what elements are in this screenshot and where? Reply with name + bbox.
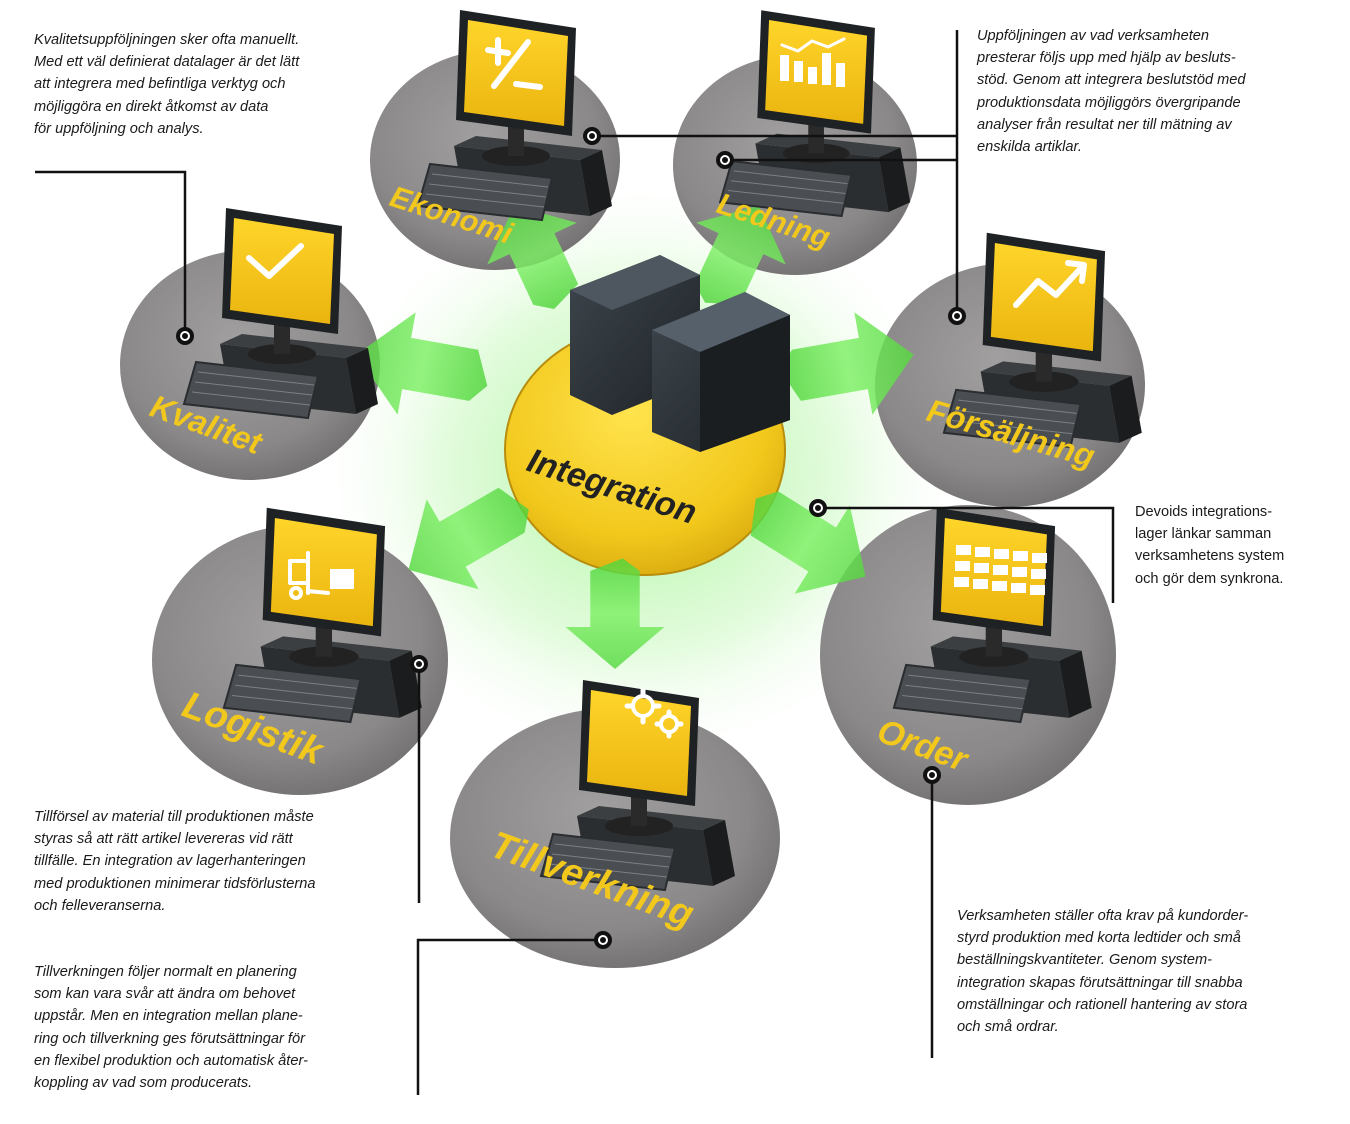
note-kvalitet: Kvalitetsuppföljningen sker ofta manuell… <box>34 29 394 140</box>
note-line: Tillverkningen följer normalt en planeri… <box>34 964 297 980</box>
note-line: möjliggöra en direkt åtkomst av data <box>34 98 269 115</box>
dot-order <box>923 766 941 784</box>
trend-up-icon <box>1013 260 1087 308</box>
note-line: beställningskvantiteter. Genom system- <box>957 952 1212 969</box>
note-line: styrd produktion med korta ledtider och … <box>957 930 1241 947</box>
note-line: stöd. Genom att integrera beslutstöd med <box>977 72 1246 89</box>
note-line: Med ett väl definierat datalager är det … <box>34 54 300 71</box>
bar-chart-icon <box>780 37 846 87</box>
server-boxes-icon <box>570 255 790 452</box>
note-line: analyser från resultat ner till mätning … <box>977 116 1232 133</box>
note-line: som kan vara svår att ändra om behovet <box>34 986 296 1003</box>
note-line: omställningar och rationell hantering av… <box>957 996 1248 1013</box>
note-line: att integrera med befintliga verktyg och <box>34 76 286 93</box>
note-line: produktionsdata möjliggörs övergripande <box>977 94 1241 111</box>
note-line: koppling av vad som producerats. <box>34 1075 253 1092</box>
note-line: enskilda artiklar. <box>977 139 1082 156</box>
note-line: ring och tillverkning ges förutsättninga… <box>34 1030 305 1047</box>
note-line: Verksamheten ställer ofta krav på kundor… <box>957 908 1249 924</box>
note-line: styras så att rätt artikel levereras vid… <box>34 831 293 848</box>
gears-icon <box>624 687 684 739</box>
note-line: Tillförsel av material till produktionen… <box>34 809 314 825</box>
note-line: uppstår. Men en integration mellan plane… <box>34 1008 303 1025</box>
note-line: integration skapas förutsättningar till … <box>957 974 1243 991</box>
checkmark-icon <box>246 243 304 279</box>
note-ledning: Uppföljningen av vad verksamheten preste… <box>977 25 1332 158</box>
note-line: lager länkar samman <box>1135 526 1272 543</box>
note-logistik: Tillförsel av material till produktionen… <box>34 806 404 917</box>
note-integration: Devoids integrations- lager länkar samma… <box>1135 501 1335 590</box>
note-tillverkning: Tillverkningen följer normalt en planeri… <box>34 961 404 1094</box>
note-line: tillfälle. En integration av lagerhanter… <box>34 853 306 870</box>
screen-icons <box>246 37 1087 739</box>
note-line: Kvalitetsuppföljningen sker ofta manuell… <box>34 32 300 48</box>
dot-kvalitet <box>176 327 194 345</box>
dot-forsaljning <box>948 307 966 325</box>
note-line: för uppföljning och analys. <box>34 120 204 137</box>
grid-icon <box>954 545 1047 595</box>
dot-integration <box>809 499 827 517</box>
note-line: Uppföljningen av vad verksamheten <box>977 28 1210 44</box>
plus-minus-icon <box>485 37 543 90</box>
forklift-icon <box>288 551 354 600</box>
leader-tillverkning <box>416 938 603 1095</box>
dot-tillverkning <box>594 931 612 949</box>
note-order: Verksamheten ställer ofta krav på kundor… <box>957 905 1337 1038</box>
leader-kvalitet <box>35 170 187 336</box>
dot-ekonomi <box>583 127 601 145</box>
leader-integration <box>818 506 1115 603</box>
leader-dots <box>176 127 966 949</box>
dot-ledning <box>716 151 734 169</box>
note-line: verksamhetens system <box>1135 548 1285 565</box>
dot-logistik <box>410 655 428 673</box>
note-line: Devoids integrations- <box>1135 504 1273 520</box>
note-line: med produktionen minimerar tidsförluster… <box>34 875 316 892</box>
note-line: en flexibel produktion och automatisk åt… <box>34 1052 308 1069</box>
note-line: och gör dem synkrona. <box>1135 570 1284 587</box>
note-line: och felleveranserna. <box>34 897 166 914</box>
note-line: och små ordrar. <box>957 1019 1059 1036</box>
leader-lines <box>35 30 1115 1095</box>
note-line: presterar följs upp med hjälp av besluts… <box>977 50 1236 67</box>
